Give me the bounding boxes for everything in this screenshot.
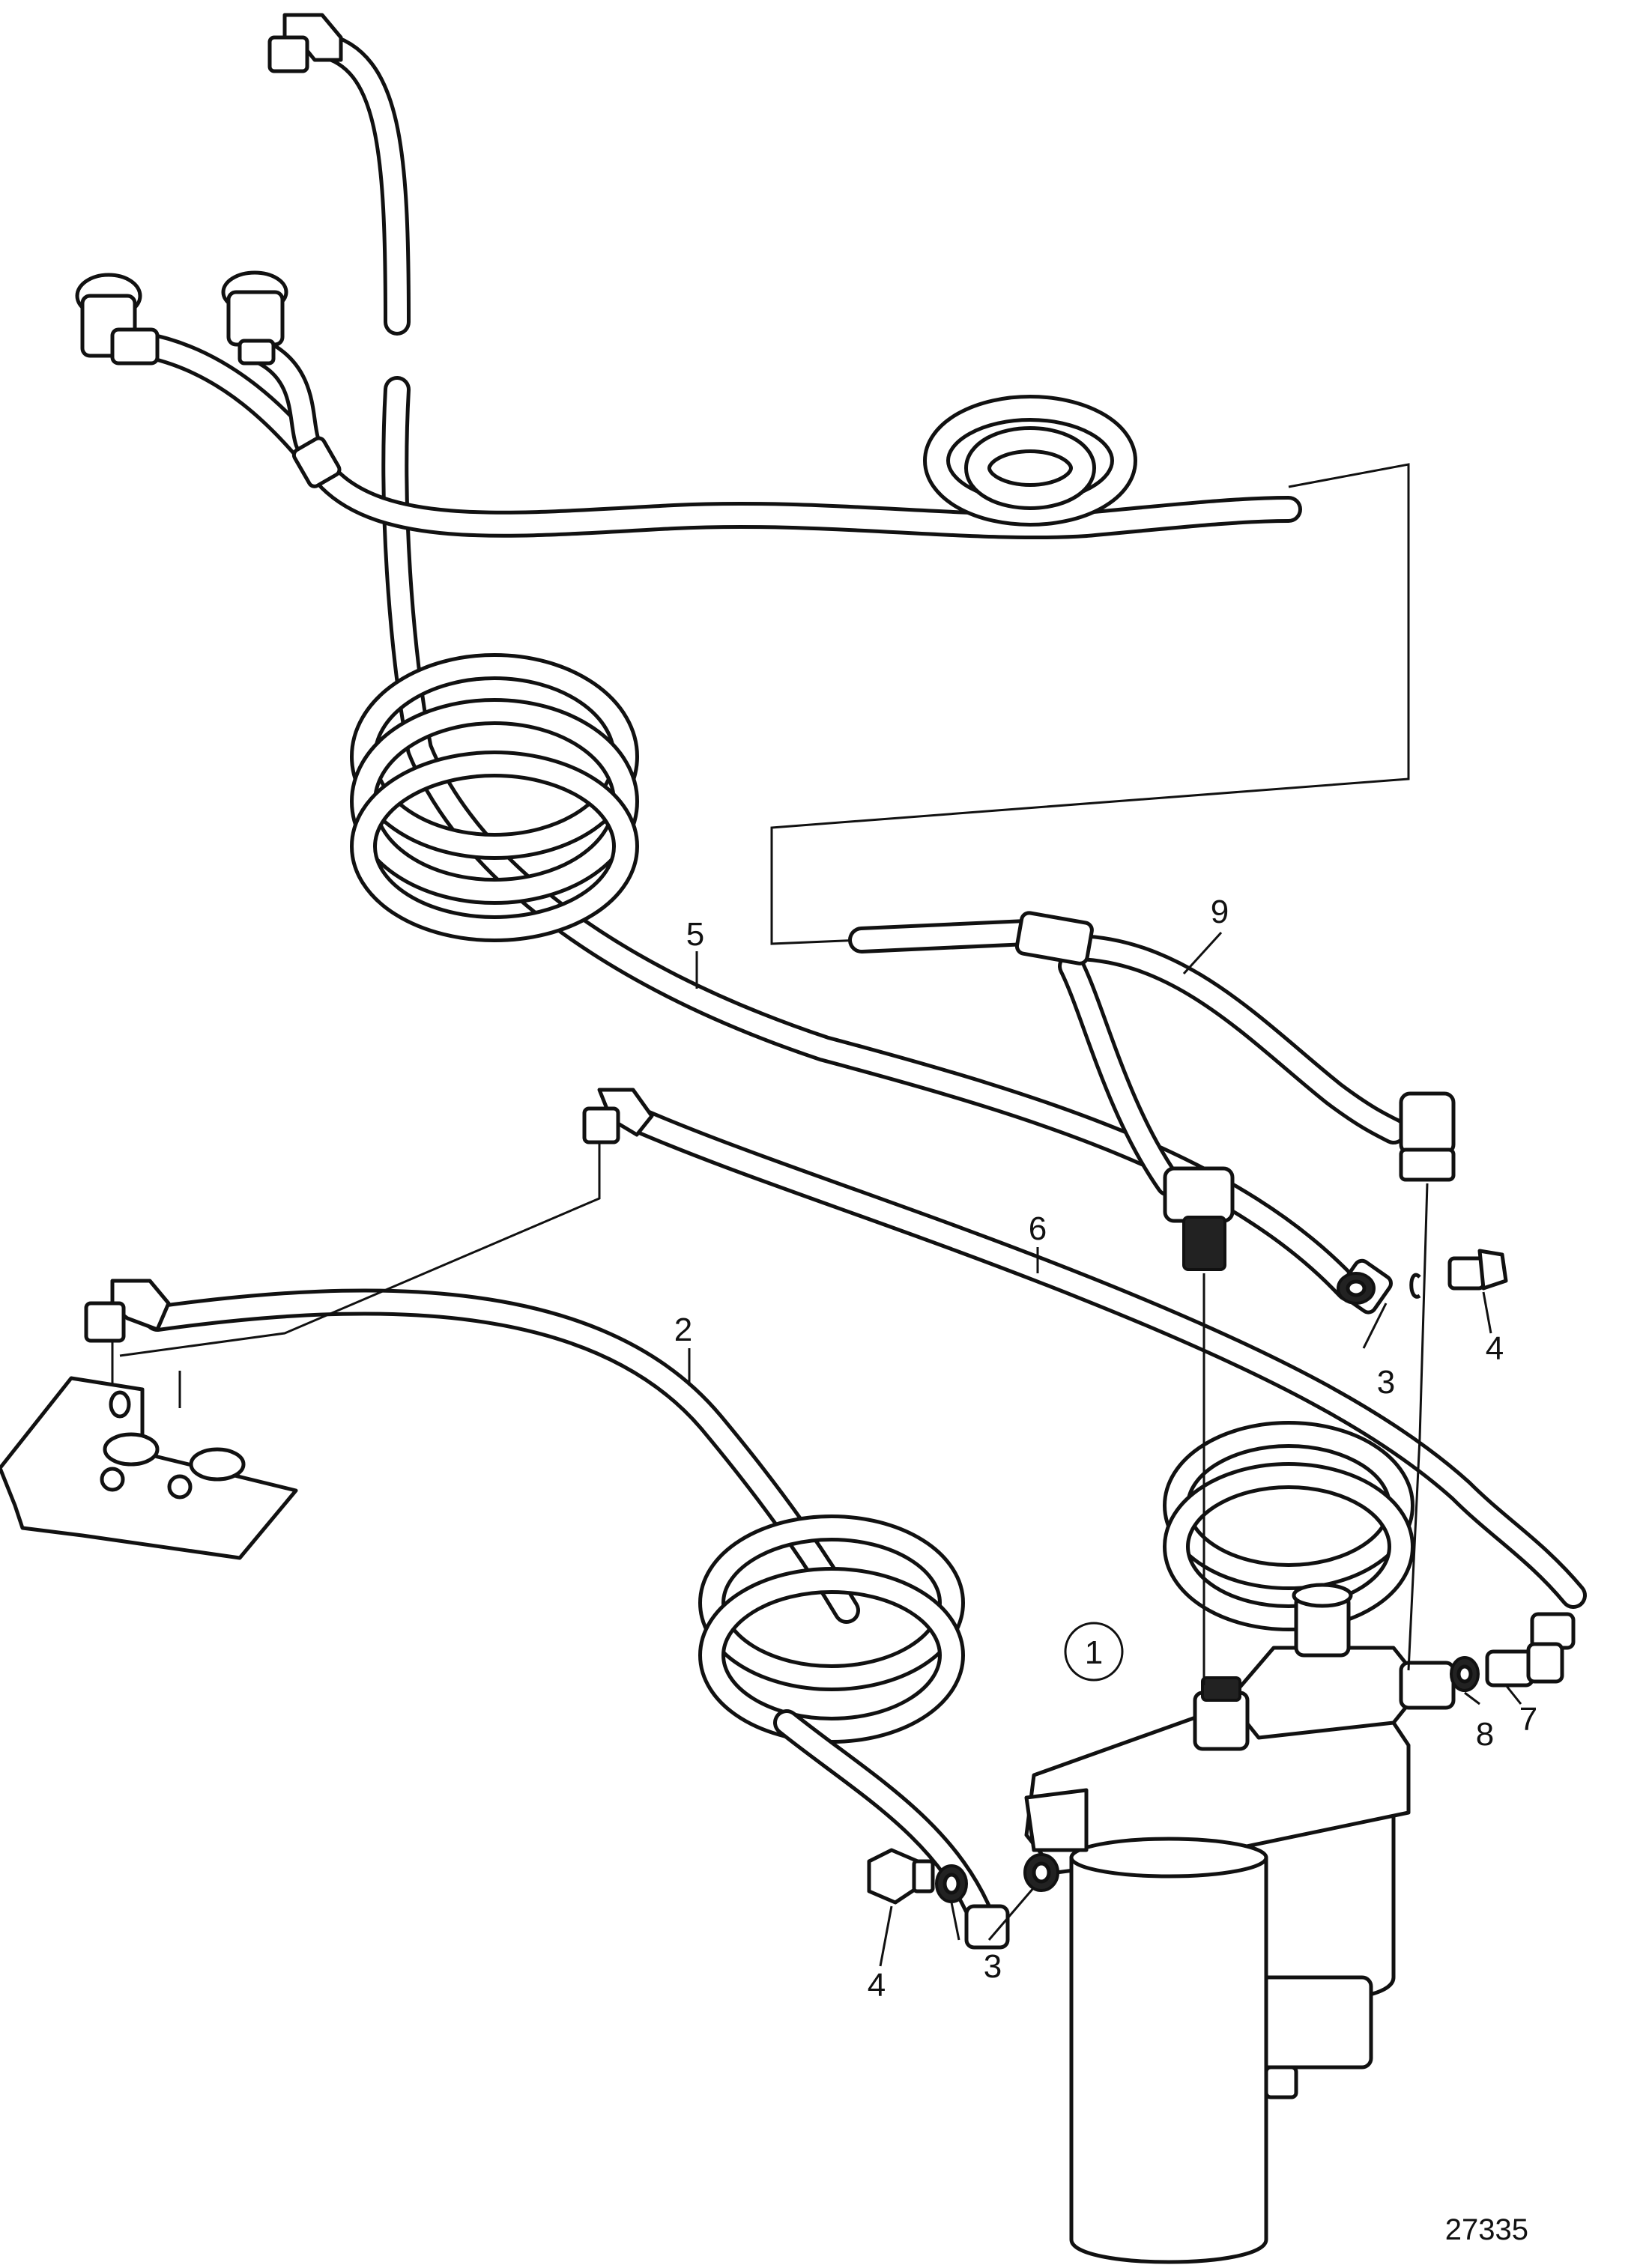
connector-leaders [1202,1183,1429,1685]
callout-4-left: 4 [868,1967,886,2004]
washer-3-right-b [1409,1273,1421,1299]
callout-2: 2 [674,1312,692,1348]
callout-6: 6 [1029,1210,1047,1247]
callout-1: 1 [1085,1634,1103,1671]
fuel-filter-assembly [1024,1583,1426,2264]
callout-9: 9 [1211,894,1229,930]
callout-leaders [688,931,1522,1967]
figure-number: 27335 [1445,2213,1528,2246]
callout-5: 5 [686,916,704,953]
callout-7: 7 [1519,1701,1537,1738]
left-plug-and-washers [867,1848,1059,1905]
adapter-7 [1485,1649,1534,1688]
callout-3-right: 3 [1377,1364,1395,1401]
quick-connector-left [75,273,160,366]
hose-2 [84,1279,1010,1950]
right-plug-and-washers [1337,1249,1508,1305]
plug-4-right [1447,1256,1486,1291]
callout-3-left: 3 [984,1948,1002,1985]
adapter-7-and-washer-8 [1399,1642,1564,1710]
hose-6 [582,1088,1587,1650]
callout-1-circle [1064,1622,1124,1682]
callout-labels: 1 2 3 3 4 4 5 6 7 8 9 [674,894,1537,2004]
hose-5 [267,13,1393,1315]
plug-4-left [867,1848,920,1905]
bracket-leaders [111,1142,601,1408]
continuation-leader [770,463,1410,945]
mounting-bracket [0,1376,298,1560]
upper-branch-hose [75,270,1302,540]
callout-8: 8 [1476,1716,1494,1753]
quick-connector-right [221,270,288,366]
hose-9 [848,911,1456,1271]
callout-4-right: 4 [1486,1330,1504,1367]
